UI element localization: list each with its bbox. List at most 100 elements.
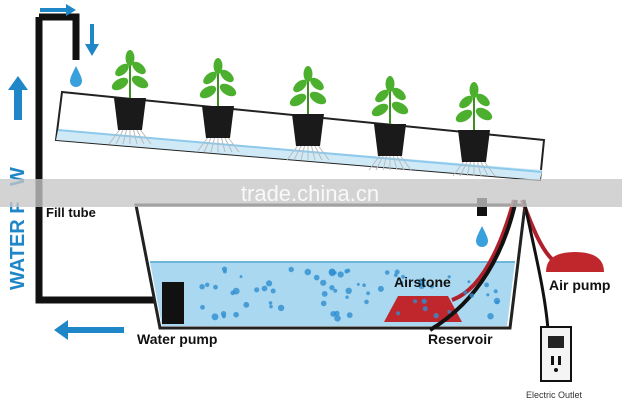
leaf — [219, 83, 237, 97]
flow-arrow-left-icon — [54, 320, 124, 340]
bubble — [233, 311, 239, 318]
bubble — [200, 304, 205, 310]
bubble — [422, 306, 428, 312]
bubble — [418, 282, 426, 289]
plant — [368, 76, 412, 171]
bubble — [493, 289, 498, 294]
bubble — [211, 313, 219, 321]
bubble — [221, 314, 226, 319]
pump-power-cord — [428, 199, 518, 332]
net-pot — [458, 130, 490, 162]
bubble — [469, 293, 475, 298]
bubble — [288, 266, 294, 273]
bubble — [377, 285, 384, 292]
bubble — [313, 274, 320, 281]
reservoir-drop-icon — [476, 226, 488, 247]
net-pot — [114, 98, 146, 130]
bubble — [266, 280, 273, 287]
bubble — [254, 287, 260, 293]
leaf — [385, 76, 395, 92]
bubble — [337, 271, 344, 278]
watermark-text: trade.china.cn — [241, 181, 379, 206]
bubble — [345, 295, 349, 299]
trough-water — [56, 130, 542, 180]
leaf — [203, 71, 217, 85]
water-flow-label: WATER F — [7, 201, 29, 290]
airstone-label: Airstone — [394, 274, 451, 290]
bubble — [399, 280, 404, 285]
bubble — [429, 284, 435, 289]
bubble — [269, 304, 273, 309]
bubble — [239, 275, 243, 279]
leaf — [111, 77, 129, 91]
fill-tube-label: Fill tube — [46, 205, 96, 220]
bubble — [433, 313, 439, 319]
leaf — [303, 66, 313, 82]
leaf — [289, 93, 307, 107]
outlet-power-cord — [522, 199, 550, 331]
bubble — [447, 310, 452, 314]
bubble — [328, 268, 336, 276]
leaf — [125, 50, 135, 66]
air-pump — [546, 252, 604, 272]
watermark-band — [0, 179, 622, 207]
bubble — [213, 284, 218, 290]
bubble — [345, 287, 352, 294]
bubble — [366, 291, 370, 296]
leaf — [115, 63, 129, 77]
water-drop-icon — [70, 66, 82, 87]
bubble — [396, 311, 401, 316]
leaf — [455, 109, 473, 123]
leaf — [220, 69, 234, 83]
leaf — [392, 87, 406, 101]
bubble — [329, 285, 335, 291]
bubble — [223, 269, 227, 274]
bubble — [321, 291, 328, 297]
plant — [196, 58, 240, 153]
bubble — [484, 282, 489, 288]
bubble — [277, 304, 285, 312]
bubble — [261, 285, 268, 292]
net-pot — [374, 124, 406, 156]
leaf — [310, 77, 324, 91]
net-pot — [292, 114, 324, 146]
air-line — [451, 199, 516, 302]
leaf — [459, 95, 473, 109]
bubble — [495, 300, 499, 305]
bubble — [384, 270, 390, 275]
bubble — [320, 279, 327, 286]
leaf — [375, 89, 389, 103]
bubble — [344, 269, 349, 274]
air-bubbles — [199, 266, 501, 322]
electric-outlet-icon — [540, 326, 572, 382]
bubble — [330, 311, 337, 317]
bubble — [364, 299, 369, 305]
bubble — [243, 301, 250, 308]
plants — [108, 50, 496, 177]
fill-tube — [39, 13, 80, 60]
flow-arrow-up-icon — [8, 76, 28, 120]
plant — [452, 82, 496, 177]
bubble — [199, 284, 205, 290]
flow-arrow-right-icon — [40, 4, 76, 16]
bubble — [486, 293, 490, 297]
bubble — [467, 280, 471, 284]
bubble — [320, 300, 327, 307]
leaf — [213, 58, 223, 74]
flow-arrow-down-icon — [85, 24, 99, 56]
bubble — [487, 313, 494, 320]
bubble — [393, 273, 398, 277]
bubble — [333, 288, 338, 293]
bubble — [413, 299, 418, 304]
water-pump — [162, 282, 184, 324]
bubble — [421, 298, 427, 304]
bubble — [205, 282, 210, 287]
air-pump-label: Air pump — [549, 277, 610, 293]
bubble — [230, 290, 235, 296]
water-pump-label: Water pump — [137, 331, 217, 347]
plant — [108, 50, 152, 145]
bubble — [447, 275, 451, 279]
leaf — [309, 91, 327, 105]
